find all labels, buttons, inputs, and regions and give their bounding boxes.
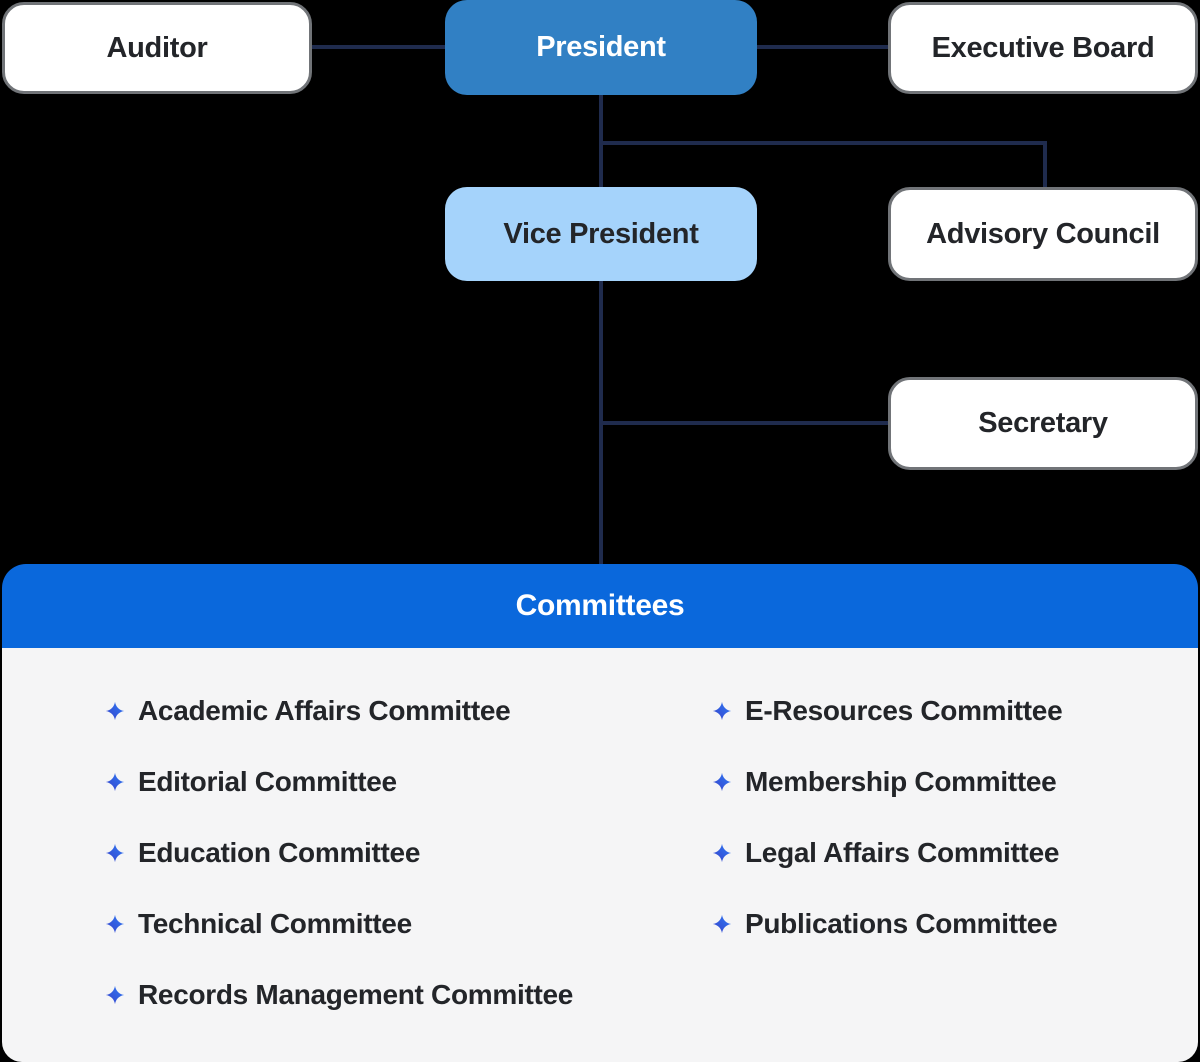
sparkle-star-icon [712,914,732,934]
sparkle-star-icon [105,701,125,721]
node-vice-president: Vice President [445,187,757,281]
connector-secretary-horizontal [599,421,888,425]
committee-item-label: Technical Committee [138,908,412,939]
committee-item: Records Management Committee [105,979,574,1010]
connector-advisory-vertical [1043,141,1047,187]
committee-item: Academic Affairs Committee [105,695,573,726]
committee-item-label: Editorial Committee [138,766,397,797]
committee-item: Editorial Committee [105,766,573,797]
committee-item-label: Membership Committee [745,766,1057,797]
node-advisory-council-label: Advisory Council [926,217,1160,250]
sparkle-star-icon [105,914,125,934]
node-vice-president-label: Vice President [503,217,699,250]
committee-item: Education Committee [105,837,573,868]
committee-item-label: Education Committee [138,837,421,868]
committees-title: Committees [515,589,685,622]
node-secretary: Secretary [888,377,1198,470]
sparkle-star-icon [712,701,732,721]
connector-advisory-horizontal [599,141,1047,145]
committee-item: Legal Affairs Committee [712,837,1062,868]
node-president-label: President [536,31,666,63]
node-president: President [445,0,757,95]
connector-president-executive-board [757,45,888,49]
committee-item-label: Legal Affairs Committee [745,837,1060,868]
committees-left-column: Academic Affairs Committee Editorial Com… [105,695,574,1051]
committees-right-column: E-Resources Committee Membership Committ… [712,695,1063,980]
committee-item: E-Resources Committee [712,695,1063,726]
committee-item: Technical Committee [105,908,573,939]
node-auditor-label: Auditor [106,31,208,64]
connector-auditor-president [312,45,445,49]
node-advisory-council: Advisory Council [888,187,1198,281]
committees-body: Academic Affairs Committee Editorial Com… [2,648,1198,1062]
node-secretary-label: Secretary [978,407,1108,439]
committee-item-label: Publications Committee [745,908,1058,939]
sparkle-star-icon [712,843,732,863]
node-auditor: Auditor [2,2,312,94]
committees-panel: Committees Academic Affairs Committee Ed… [2,564,1198,1062]
sparkle-star-icon [712,772,732,792]
node-executive-board-label: Executive Board [931,31,1155,64]
committee-item-label: E-Resources Committee [745,695,1063,726]
committees-header: Committees [2,564,1198,648]
committee-item-label: Academic Affairs Committee [138,695,511,726]
node-executive-board: Executive Board [888,2,1198,94]
sparkle-star-icon [105,843,125,863]
committee-item-label: Records Management Committee [138,979,574,1010]
committee-item: Publications Committee [712,908,1062,939]
sparkle-star-icon [105,772,125,792]
committee-item: Membership Committee [712,766,1062,797]
sparkle-star-icon [105,985,125,1005]
